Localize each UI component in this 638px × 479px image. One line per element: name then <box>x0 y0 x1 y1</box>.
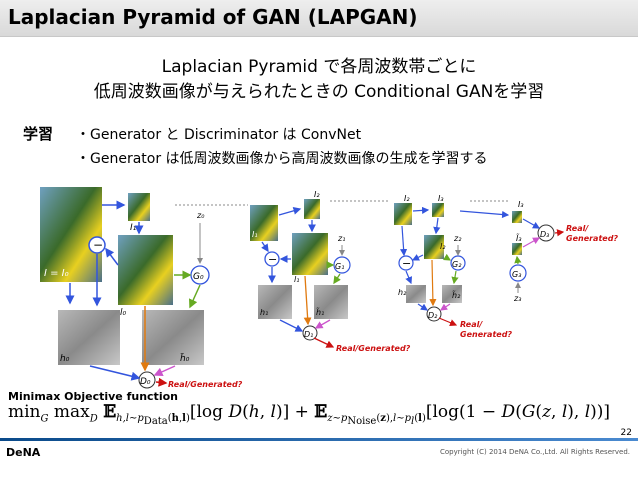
label-h1: h₁ <box>260 308 268 317</box>
label-i3: I₃ <box>438 194 444 203</box>
subtract-node-1 <box>264 251 280 267</box>
label-i0: I = I₀ <box>44 268 69 279</box>
discriminator-node-d3 <box>537 224 555 242</box>
title-bar: Laplacian Pyramid of GAN (LAPGAN) <box>0 0 638 37</box>
image-i3-tilde <box>512 243 522 255</box>
image-i0 <box>40 187 102 282</box>
subtract-node-0 <box>88 236 106 254</box>
label-z3: z₃ <box>513 294 521 303</box>
output-2b: Generated? <box>460 330 512 339</box>
image-i3-small <box>432 203 444 217</box>
footer: DeNA Copyright (C) 2014 DeNA Co.,Ltd. Al… <box>0 438 638 479</box>
image-h2 <box>406 285 426 303</box>
image-h1-tilde <box>314 285 348 319</box>
image-i2-small <box>304 199 320 219</box>
label-h2: h₂ <box>398 288 407 297</box>
bullet-2: ・Generator は低周波数画像から高周波数画像の生成を学習する <box>76 151 488 167</box>
label-g0: G₀ <box>193 272 204 282</box>
label-i2-s2: I₂ <box>404 194 410 203</box>
image-i1 <box>250 205 278 241</box>
formula-label: Minimax Objective function <box>8 390 178 403</box>
image-h0-tilde <box>142 310 204 365</box>
label-g1: G₁ <box>335 262 344 271</box>
label-d3: D₃ <box>540 230 549 239</box>
minus-sign-0: − <box>93 238 103 252</box>
output-3b: Generated? <box>566 234 618 243</box>
label-g3: G₃ <box>512 270 521 279</box>
dena-logo: DeNA <box>6 446 41 459</box>
label-d0: D₀ <box>140 377 151 387</box>
footer-rule <box>0 438 638 441</box>
minimax-formula: minG maxD 𝔼h,l∼pData(h,l)[log D(h, l)] +… <box>8 402 611 428</box>
output-2a: Real/ <box>460 320 483 329</box>
image-i1-small <box>128 193 150 221</box>
label-d1: D₁ <box>304 330 313 339</box>
lapgan-diagram: I = I₀ I₁ l₀ − G₀ z₀ h₀ h̃₀ D₀ Real/Gene… <box>40 187 618 389</box>
image-h2-tilde <box>442 285 462 303</box>
label-l0: l₀ <box>120 308 127 318</box>
discriminator-node-d1 <box>302 325 318 341</box>
output-0: Real/Generated? <box>168 380 243 389</box>
output-1: Real/Generated? <box>336 344 411 353</box>
image-l0 <box>118 235 173 305</box>
copyright: Copyright (C) 2014 DeNA Co.,Ltd. All Rig… <box>439 448 630 456</box>
label-i3-s3: I₃ <box>518 200 524 209</box>
image-h1 <box>258 285 292 319</box>
label-l2: l₂ <box>440 242 446 251</box>
minus-sign-1: − <box>268 253 277 266</box>
label-h2-tilde: h̃₂ <box>452 290 461 300</box>
minus-sign-2: − <box>402 257 411 270</box>
label-z1: z₁ <box>337 234 345 243</box>
label-h1-tilde: h̃₁ <box>316 307 324 317</box>
label-i2: I₂ <box>314 190 320 199</box>
image-i3 <box>512 211 522 223</box>
generator-node-g2 <box>450 255 466 271</box>
image-h0 <box>58 310 120 365</box>
output-3a: Real/ <box>566 224 589 233</box>
label-h0-tilde: h̃₀ <box>180 352 190 364</box>
subtitle-line-1: Laplacian Pyramid で各周波数帯ごとに <box>161 57 477 77</box>
label-z2: z₂ <box>453 234 462 243</box>
slide-title: Laplacian Pyramid of GAN (LAPGAN) <box>8 5 418 29</box>
label-z0: z₀ <box>196 211 205 220</box>
image-l1 <box>292 233 328 275</box>
label-h0: h₀ <box>60 354 70 364</box>
generator-node-g3 <box>509 264 527 282</box>
label-i3-tilde: Ĩ₃ <box>516 233 522 243</box>
discriminator-node-d2 <box>426 306 442 322</box>
bullets-label: 学習 <box>23 125 54 143</box>
label-i1: I₁ <box>130 223 137 233</box>
subtitle-line-2: 低周波数画像が与えられたときの Conditional GANを学習 <box>93 82 545 102</box>
label-g2: G₂ <box>452 260 462 269</box>
label-i1-s1: I₁ <box>252 230 258 239</box>
page-number: 22 <box>620 428 632 438</box>
image-i2 <box>394 203 412 225</box>
label-l1: l₁ <box>294 275 299 284</box>
image-l2 <box>424 235 444 259</box>
label-d2: D₂ <box>428 311 438 320</box>
bullet-1: ・Generator と Discriminator は ConvNet <box>76 127 362 143</box>
